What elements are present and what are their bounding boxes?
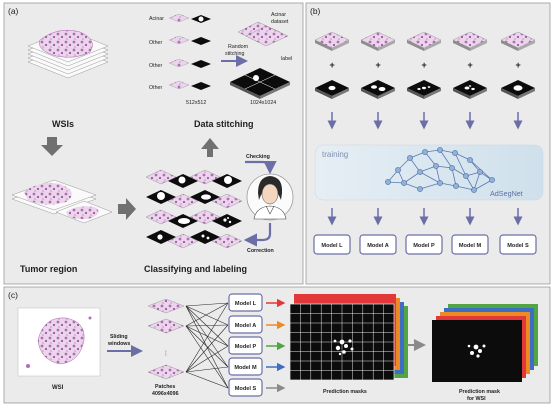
panel-c: (c) WSI Sliding windows ⋮ Patches 4096x4… [3,286,551,404]
patches-stack [147,298,185,380]
classify-tiles [145,169,243,249]
final-blob-icon [467,344,486,358]
adsegnet-label: AdSegNet [490,189,523,198]
plus-sign: + [376,60,381,70]
checking-arrow-icon [245,160,277,175]
c-model-box-3: Model P [228,336,286,355]
sliding-windows-line2: windows [107,341,130,347]
patches-ellipsis: ⋮ [163,350,169,357]
b-column-3: + Model P [405,31,443,255]
c-model-box-1: Model L [228,293,286,312]
model-label: Model L [321,243,343,249]
model-box-4: Model M [451,234,489,255]
plus-sign: + [422,60,427,70]
arrow-down-icon [41,137,63,156]
patches-line1: Patches [155,384,175,390]
stitching-area: Acinar Other Other Other 512 [149,12,292,106]
panel-a-letter: (a) [8,6,19,16]
random-stitching-line1: Random [228,44,249,50]
model-label: Model P [413,243,435,249]
c-model-box-2: Model A [228,315,286,334]
plus-sign: + [516,60,521,70]
size-1024-label: 1024x1024 [250,100,276,106]
other-label-1: Other [149,40,162,46]
classify-label: Classifying and labeling [144,264,247,274]
final-mask-line2: for WSI [467,396,486,402]
training-label: training [322,150,348,159]
model-label: Model S [507,243,529,249]
c-model-box-5: Model S [228,378,286,397]
size-512-label: 512x512 [186,100,206,106]
pathologist-icon [246,173,294,221]
b-column-4: + Model M [451,31,489,255]
plus-sign: + [330,60,335,70]
wsi-stack [27,29,109,79]
prediction-masks-label: Prediction masks [323,389,367,395]
acinar-dataset-line2: dataset [271,19,289,25]
tumor-region-stack [11,179,113,224]
acinar-dataset-line1: Acinar [271,12,286,18]
mask-blob-icon [333,339,354,356]
panel-b-letter: (b) [310,6,321,16]
c-models: Model L Model A Model P Model M Model S [228,293,286,397]
model-label: Model A [367,243,389,249]
b-column-2: + Model A [359,31,397,255]
correction-arrow-icon [243,223,272,247]
patch-model-connections [185,302,229,389]
model-box-2: Model A [359,234,397,255]
model-label: Model L [235,301,257,307]
checking-label: Checking [246,154,270,160]
plus-sign: + [468,60,473,70]
wsis-label: WSIs [52,119,74,129]
data-stitching-title: Data stitching [194,119,254,129]
arrow-right-icon [118,198,136,220]
final-mask-stack [432,304,538,382]
model-label: Model M [234,365,257,371]
arrow-up-icon [201,138,219,157]
model-label: Model S [235,386,257,392]
final-mask-line1: Prediction mask [459,389,500,395]
c-model-box-4: Model M [228,357,286,376]
correction-label: Correction [247,248,274,254]
mask-grid [289,303,395,381]
tumor-region-label: Tumor region [20,264,77,274]
panel-a: (a) WSIs Tumor region [3,2,304,285]
training-network-box: training AdSegNet [314,144,544,201]
patches-line2: 4096x4096 [152,391,179,397]
model-label: Model M [459,243,482,249]
label-label: label [281,56,292,62]
prediction-masks-stack [289,294,408,381]
b-column-5: + Model S [499,31,537,255]
model-box-1: Model L [313,234,351,255]
model-box-3: Model P [405,234,443,255]
b-column-1: + Model L [313,31,351,255]
wsi-label-c: WSI [52,385,64,391]
network-graph-icon [385,147,495,193]
sliding-windows-line1: Sliding [110,334,128,340]
panel-c-letter: (c) [8,290,18,300]
b-columns: + Model L + Model A + Model P + Model M + Model S [313,31,537,255]
model-box-5: Model S [499,234,537,255]
model-label: Model P [235,344,257,350]
wsi-thumbnail [17,307,101,377]
acinar-label: Acinar [149,16,164,22]
other-label-2: Other [149,63,162,69]
model-label: Model A [235,323,257,329]
panel-b: (b) + Model L + Model A + Model P + Model M + Mod… [305,2,551,285]
random-stitching-line2: stitching [225,51,244,57]
other-label-3: Other [149,85,162,91]
